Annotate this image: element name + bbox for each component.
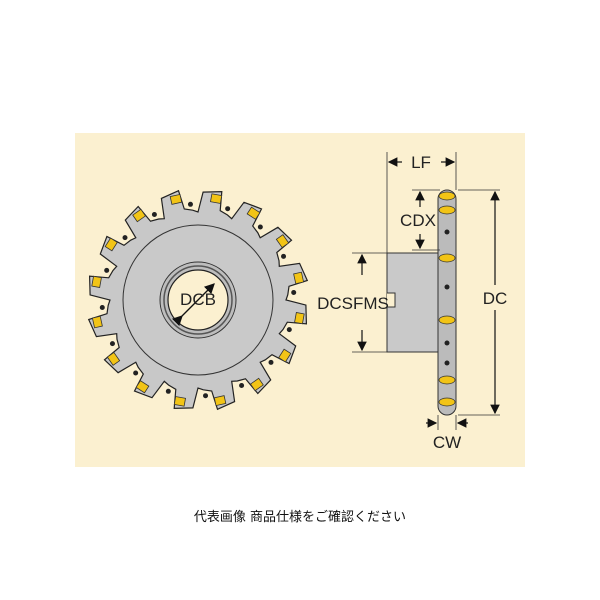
insert [173,396,186,407]
side-insert [438,397,456,407]
screw [225,206,231,212]
side-insert [438,375,456,385]
screw [187,201,193,207]
cdx-label: CDX [400,211,436,230]
extension-lines [352,152,500,430]
side-screw [444,340,450,346]
screw [257,224,263,230]
screw [165,388,171,394]
insert [169,193,183,205]
insert [104,237,118,252]
insert [210,193,223,204]
insert [293,271,305,285]
lf-label: LF [411,153,431,172]
screw [133,370,139,376]
insert [213,395,227,407]
screw [291,289,297,295]
dc-label: DC [483,289,508,308]
side-screw [444,360,450,366]
arbor-body [386,252,439,353]
side-insert [438,253,456,263]
screw [151,211,157,217]
cutter-disk-edge [437,189,457,416]
dcsfms-label: DCSFMS [317,294,389,313]
insert [91,315,103,329]
cutter-front-view: DCB [87,189,309,411]
side-screw [444,284,450,290]
screw [122,235,128,241]
insert [278,348,292,363]
side-insert [438,315,456,325]
screw [104,267,110,273]
insert [275,234,290,249]
dimension-arrows [357,157,500,428]
dcb-arrow [171,283,215,327]
screw [286,327,292,333]
hub-groove [163,265,233,335]
keyway [387,292,396,308]
screw [281,253,287,259]
insert [246,206,261,220]
insert [294,312,305,325]
screw [239,383,245,389]
insert [132,208,147,223]
side-screw [444,229,450,235]
side-insert [438,205,456,215]
dcb-label: DCB [180,290,216,309]
screw [99,305,105,311]
cw-label: CW [433,433,461,452]
insert [106,351,121,366]
insert [135,380,150,394]
insert [91,275,102,288]
inserts [91,193,305,407]
screw [268,359,274,365]
cutter-side-view: LF CDX DCSFMS DC CW [317,152,507,452]
screw [203,393,209,399]
insert [249,377,264,392]
caption: 代表画像 商品仕様をご確認ください [193,510,407,525]
screw [109,341,115,347]
side-insert [438,191,456,201]
side-inserts [438,191,456,407]
